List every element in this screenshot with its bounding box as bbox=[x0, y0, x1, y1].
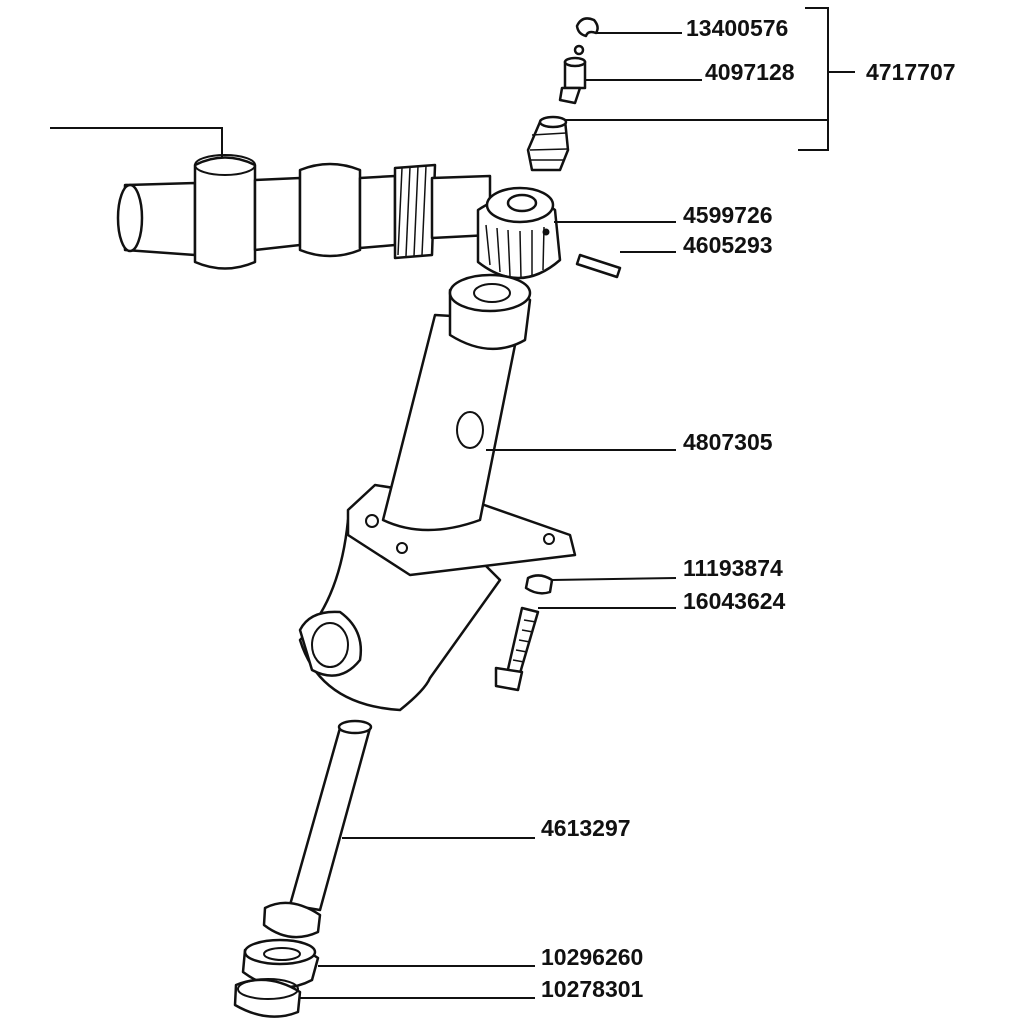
gear-4599726 bbox=[476, 186, 562, 280]
label-4613297: 4613297 bbox=[541, 815, 631, 841]
label-4605293: 4605293 bbox=[683, 232, 773, 258]
label-4097128: 4097128 bbox=[705, 59, 795, 85]
label-16043624: 16043624 bbox=[683, 588, 786, 614]
pin-4605293 bbox=[575, 253, 622, 279]
label-10296260: 10296260 bbox=[541, 944, 644, 970]
fitting-4717707 bbox=[526, 115, 570, 172]
label-4717707: 4717707 bbox=[866, 59, 956, 85]
pin-4097128 bbox=[558, 44, 587, 105]
label-4599726: 4599726 bbox=[683, 202, 773, 228]
leader-lines bbox=[300, 7, 855, 999]
label-11193874: 11193874 bbox=[683, 555, 783, 581]
drive-shaft bbox=[50, 127, 492, 270]
clip-13400576 bbox=[575, 17, 599, 38]
nut-11193874 bbox=[524, 574, 554, 595]
ring-10296260 bbox=[241, 938, 320, 989]
label-4807305: 4807305 bbox=[683, 429, 773, 455]
shaft-4613297 bbox=[262, 719, 373, 939]
label-13400576: 13400576 bbox=[686, 15, 789, 41]
label-10278301: 10278301 bbox=[541, 976, 644, 1002]
washer-10278301 bbox=[233, 978, 302, 1018]
bolt-16043624 bbox=[494, 606, 540, 692]
housing-4807305 bbox=[298, 273, 577, 712]
